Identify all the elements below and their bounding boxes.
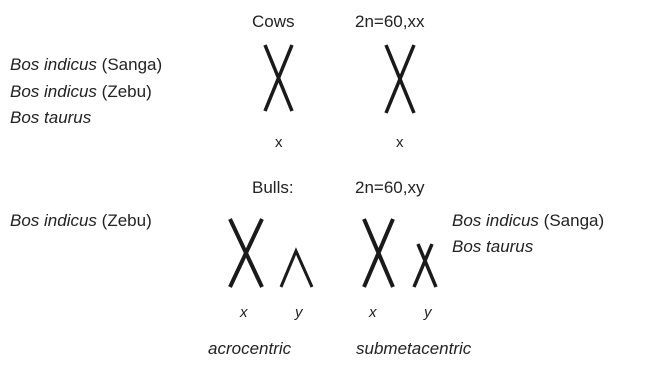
bull-x-label-2: x bbox=[369, 304, 377, 321]
bulls-karyotype: 2n=60,xy bbox=[355, 178, 425, 197]
bull-species-sanga: Bos indicus (Sanga) bbox=[452, 211, 604, 231]
cows-karyotype: 2n=60,xx bbox=[355, 12, 425, 31]
bull-x-chromosome-2 bbox=[362, 218, 395, 288]
cow-species-sanga: Bos indicus (Sanga) bbox=[10, 55, 162, 75]
submetacentric-label: submetacentric bbox=[356, 339, 472, 358]
bull-y-label-1: y bbox=[295, 304, 303, 321]
species-qualifier: (Sanga) bbox=[96, 55, 163, 74]
cow-species-zebu: Bos indicus (Zebu) bbox=[10, 82, 152, 102]
species-name: Bos indicus bbox=[10, 82, 97, 101]
species-name: Bos indicus bbox=[452, 211, 539, 230]
species-name: Bos indicus bbox=[10, 55, 97, 74]
cow-x-label-2: x bbox=[396, 134, 404, 151]
bull-y-chromosome-acrocentric bbox=[279, 247, 314, 288]
species-qualifier: (Zebu) bbox=[96, 211, 152, 230]
bull-species-taurus: Bos taurus bbox=[452, 237, 533, 257]
acrocentric-label: acrocentric bbox=[208, 339, 292, 358]
species-qualifier: (Zebu) bbox=[96, 82, 152, 101]
species-qualifier: (Sanga) bbox=[538, 211, 605, 230]
bull-y-label-2: y bbox=[424, 304, 432, 321]
cow-x-chromosome-1 bbox=[263, 44, 294, 112]
cow-x-chromosome-2 bbox=[384, 44, 416, 114]
bull-x-label-1: x bbox=[240, 304, 248, 321]
species-name: Bos taurus bbox=[452, 237, 534, 256]
cow-x-label-1: x bbox=[275, 134, 283, 151]
cows-heading: Cows bbox=[252, 12, 295, 31]
bull-species-zebu: Bos indicus (Zebu) bbox=[10, 211, 152, 231]
bulls-heading: Bulls: bbox=[252, 178, 294, 197]
bull-x-chromosome-1 bbox=[228, 218, 264, 288]
cow-species-taurus: Bos taurus bbox=[10, 108, 91, 128]
species-name: Bos taurus bbox=[10, 108, 92, 127]
species-name: Bos indicus bbox=[10, 211, 97, 230]
bull-y-chromosome-submetacentric bbox=[412, 243, 438, 288]
